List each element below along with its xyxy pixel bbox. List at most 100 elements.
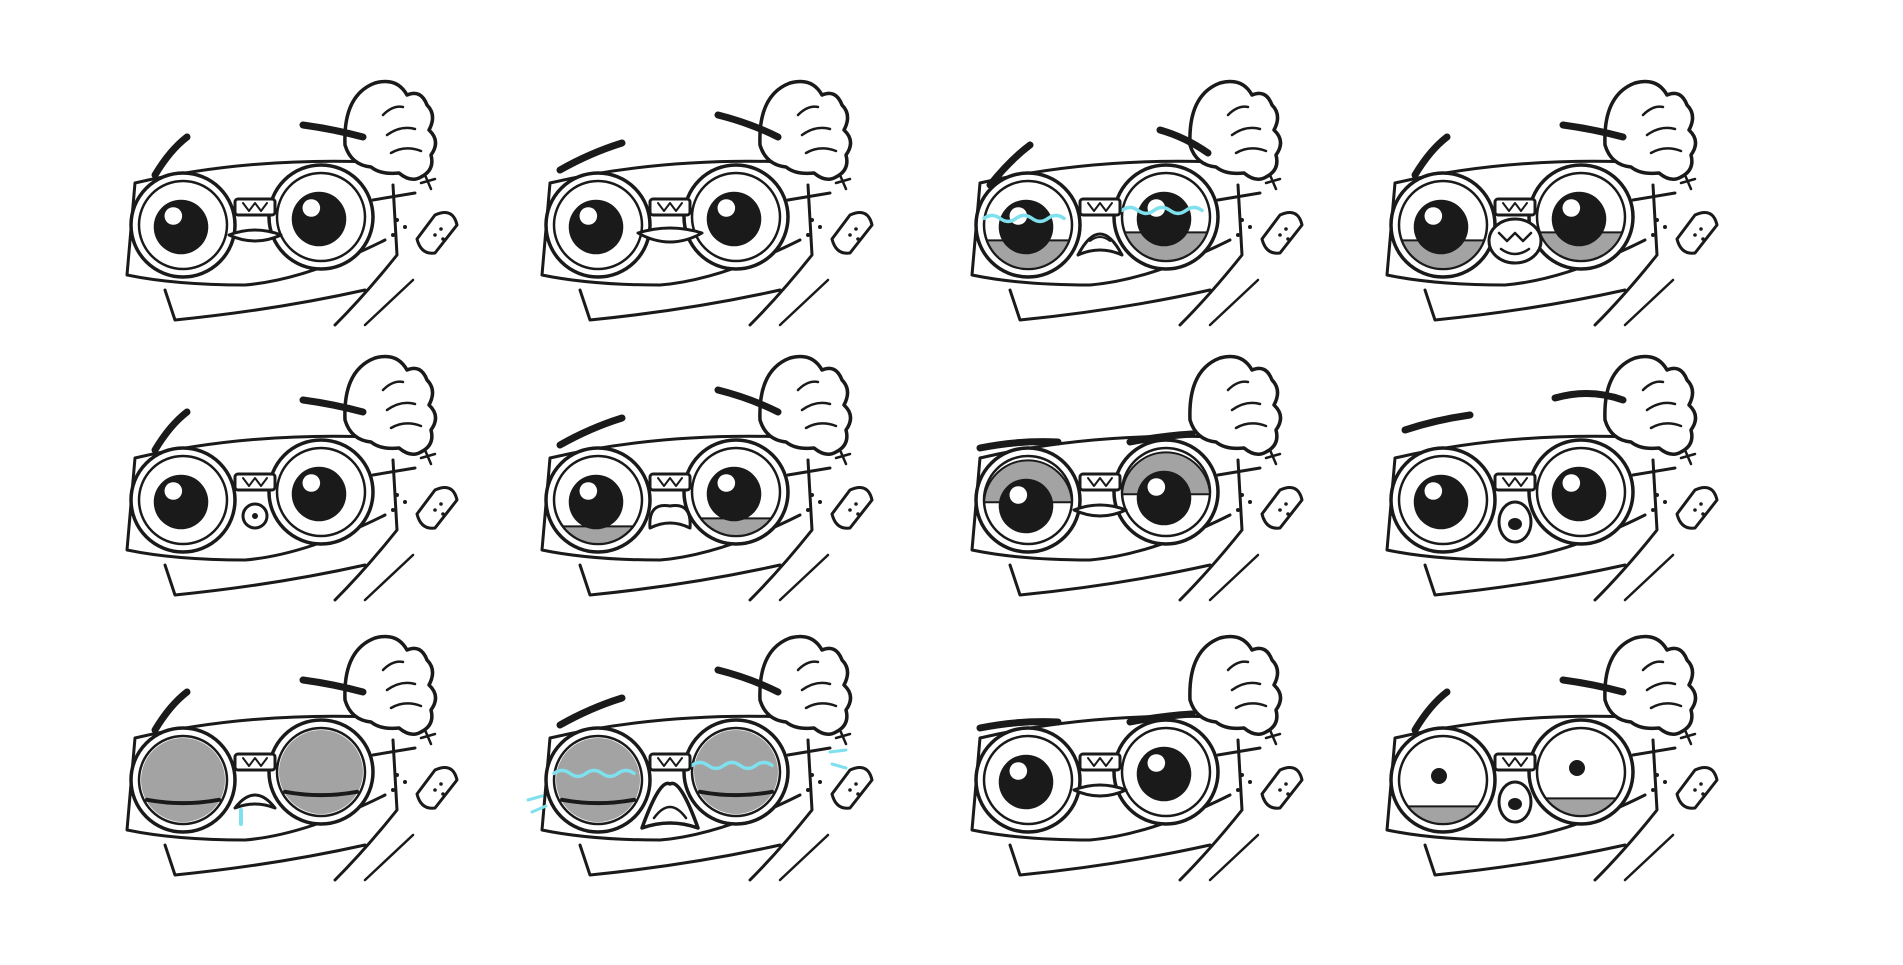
cheek-bandage [830,211,874,255]
mouth [1072,503,1128,518]
freckle [806,233,810,237]
head-outline [1385,159,1659,327]
glasses-arm [1631,191,1677,202]
right-pupil-highlight [1147,754,1166,772]
left-pupil [998,478,1054,534]
glasses-bridge [233,197,277,217]
right-eye [1112,718,1220,826]
cheek-bandage [1675,486,1719,530]
right-pupil [1569,760,1585,776]
freckle [1248,780,1252,784]
bandage-dot [433,508,437,512]
mouth-inner [1508,798,1522,810]
glasses-arm [1216,466,1262,477]
bridge-pattern [1087,757,1113,767]
glasses-bridge [648,197,692,217]
left-eyebrow [151,688,191,734]
right-pupil-highlight [1562,474,1581,492]
wing-tuft [1188,634,1283,736]
freckle [395,493,399,497]
wing-tick [419,448,437,466]
right-lower-lid-shade [1544,797,1618,817]
glasses-bridge [233,752,277,772]
mouth-shape [636,226,704,244]
freckle [1651,508,1655,512]
wing-tick [419,728,437,746]
bandage-dot [433,233,437,237]
character-head-10 [526,634,874,882]
right-pupil [1551,191,1607,247]
wing-feather-lines [796,380,838,430]
right-pupil [706,191,762,247]
right-pupil-highlight [302,474,321,492]
left-eye [974,446,1082,554]
left-eye [1389,726,1497,834]
head-outline [1385,714,1659,882]
wing-tick [1679,173,1697,191]
glasses-bridge [1493,197,1537,217]
cheek-bandage [415,766,459,810]
body-edge-line [1623,833,1675,882]
wing-feather-lines [1641,105,1683,155]
body-edge-line [778,833,830,882]
left-eye [974,171,1082,279]
right-tear-line [1120,205,1204,216]
right-pupil-highlight [717,199,736,217]
body-edge-line [1623,278,1675,327]
head-outline [970,434,1244,602]
glasses-bridge [648,752,692,772]
right-tear-line [690,760,774,771]
left-eyebrow [976,438,1062,452]
bandage-dot [1278,233,1282,237]
character-head-11 [970,634,1304,882]
mouth [1072,783,1128,798]
cheek-bandage [1675,211,1719,255]
freckle [1248,225,1252,229]
right-eye [1527,718,1635,826]
left-pupil-highlight [164,207,183,225]
body-edge-line [1623,553,1675,602]
freckle [818,500,822,504]
right-eyebrow [1156,126,1212,157]
left-lower-lid-shade [985,239,1071,270]
left-eyebrow [151,133,191,179]
glasses-arm [1216,746,1262,757]
right-pupil [1136,746,1192,802]
wing-tick [1264,728,1282,746]
right-pupil [706,466,762,522]
mouth [233,793,277,826]
left-tear-line [982,213,1066,224]
mouth [1497,780,1533,824]
right-eye [1527,163,1635,271]
character-head-12 [1385,634,1719,882]
cheek-bandage [1260,486,1304,530]
glasses-bridge [233,472,277,492]
mouth-shape [648,503,692,530]
left-eyebrow [1411,688,1451,734]
freckle [403,500,407,504]
mouth-shape [1487,217,1543,265]
left-eyebrow [1411,133,1451,179]
bandage-dot [441,512,445,516]
left-pupil [998,754,1054,810]
freckle [1655,493,1659,497]
left-lash-line [145,797,221,806]
character-head-7 [970,354,1304,602]
left-pupil-highlight [1009,762,1028,780]
bandage-dot [1699,782,1703,786]
wing-tick [1264,173,1282,191]
left-eye [544,726,652,834]
body-edge-line [363,278,415,327]
mouth [1076,232,1124,257]
body-edge-line [1208,278,1260,327]
mouth [1487,217,1543,265]
right-pupil [1136,191,1192,247]
bandage-dot [1286,792,1290,796]
left-eye [1389,446,1497,554]
left-eyebrow [556,414,626,449]
cheek-bandage [415,486,459,530]
mouth-shape [227,228,283,243]
head-outline [970,159,1244,327]
wing-tuft [343,634,438,736]
character-head-1 [125,79,459,327]
